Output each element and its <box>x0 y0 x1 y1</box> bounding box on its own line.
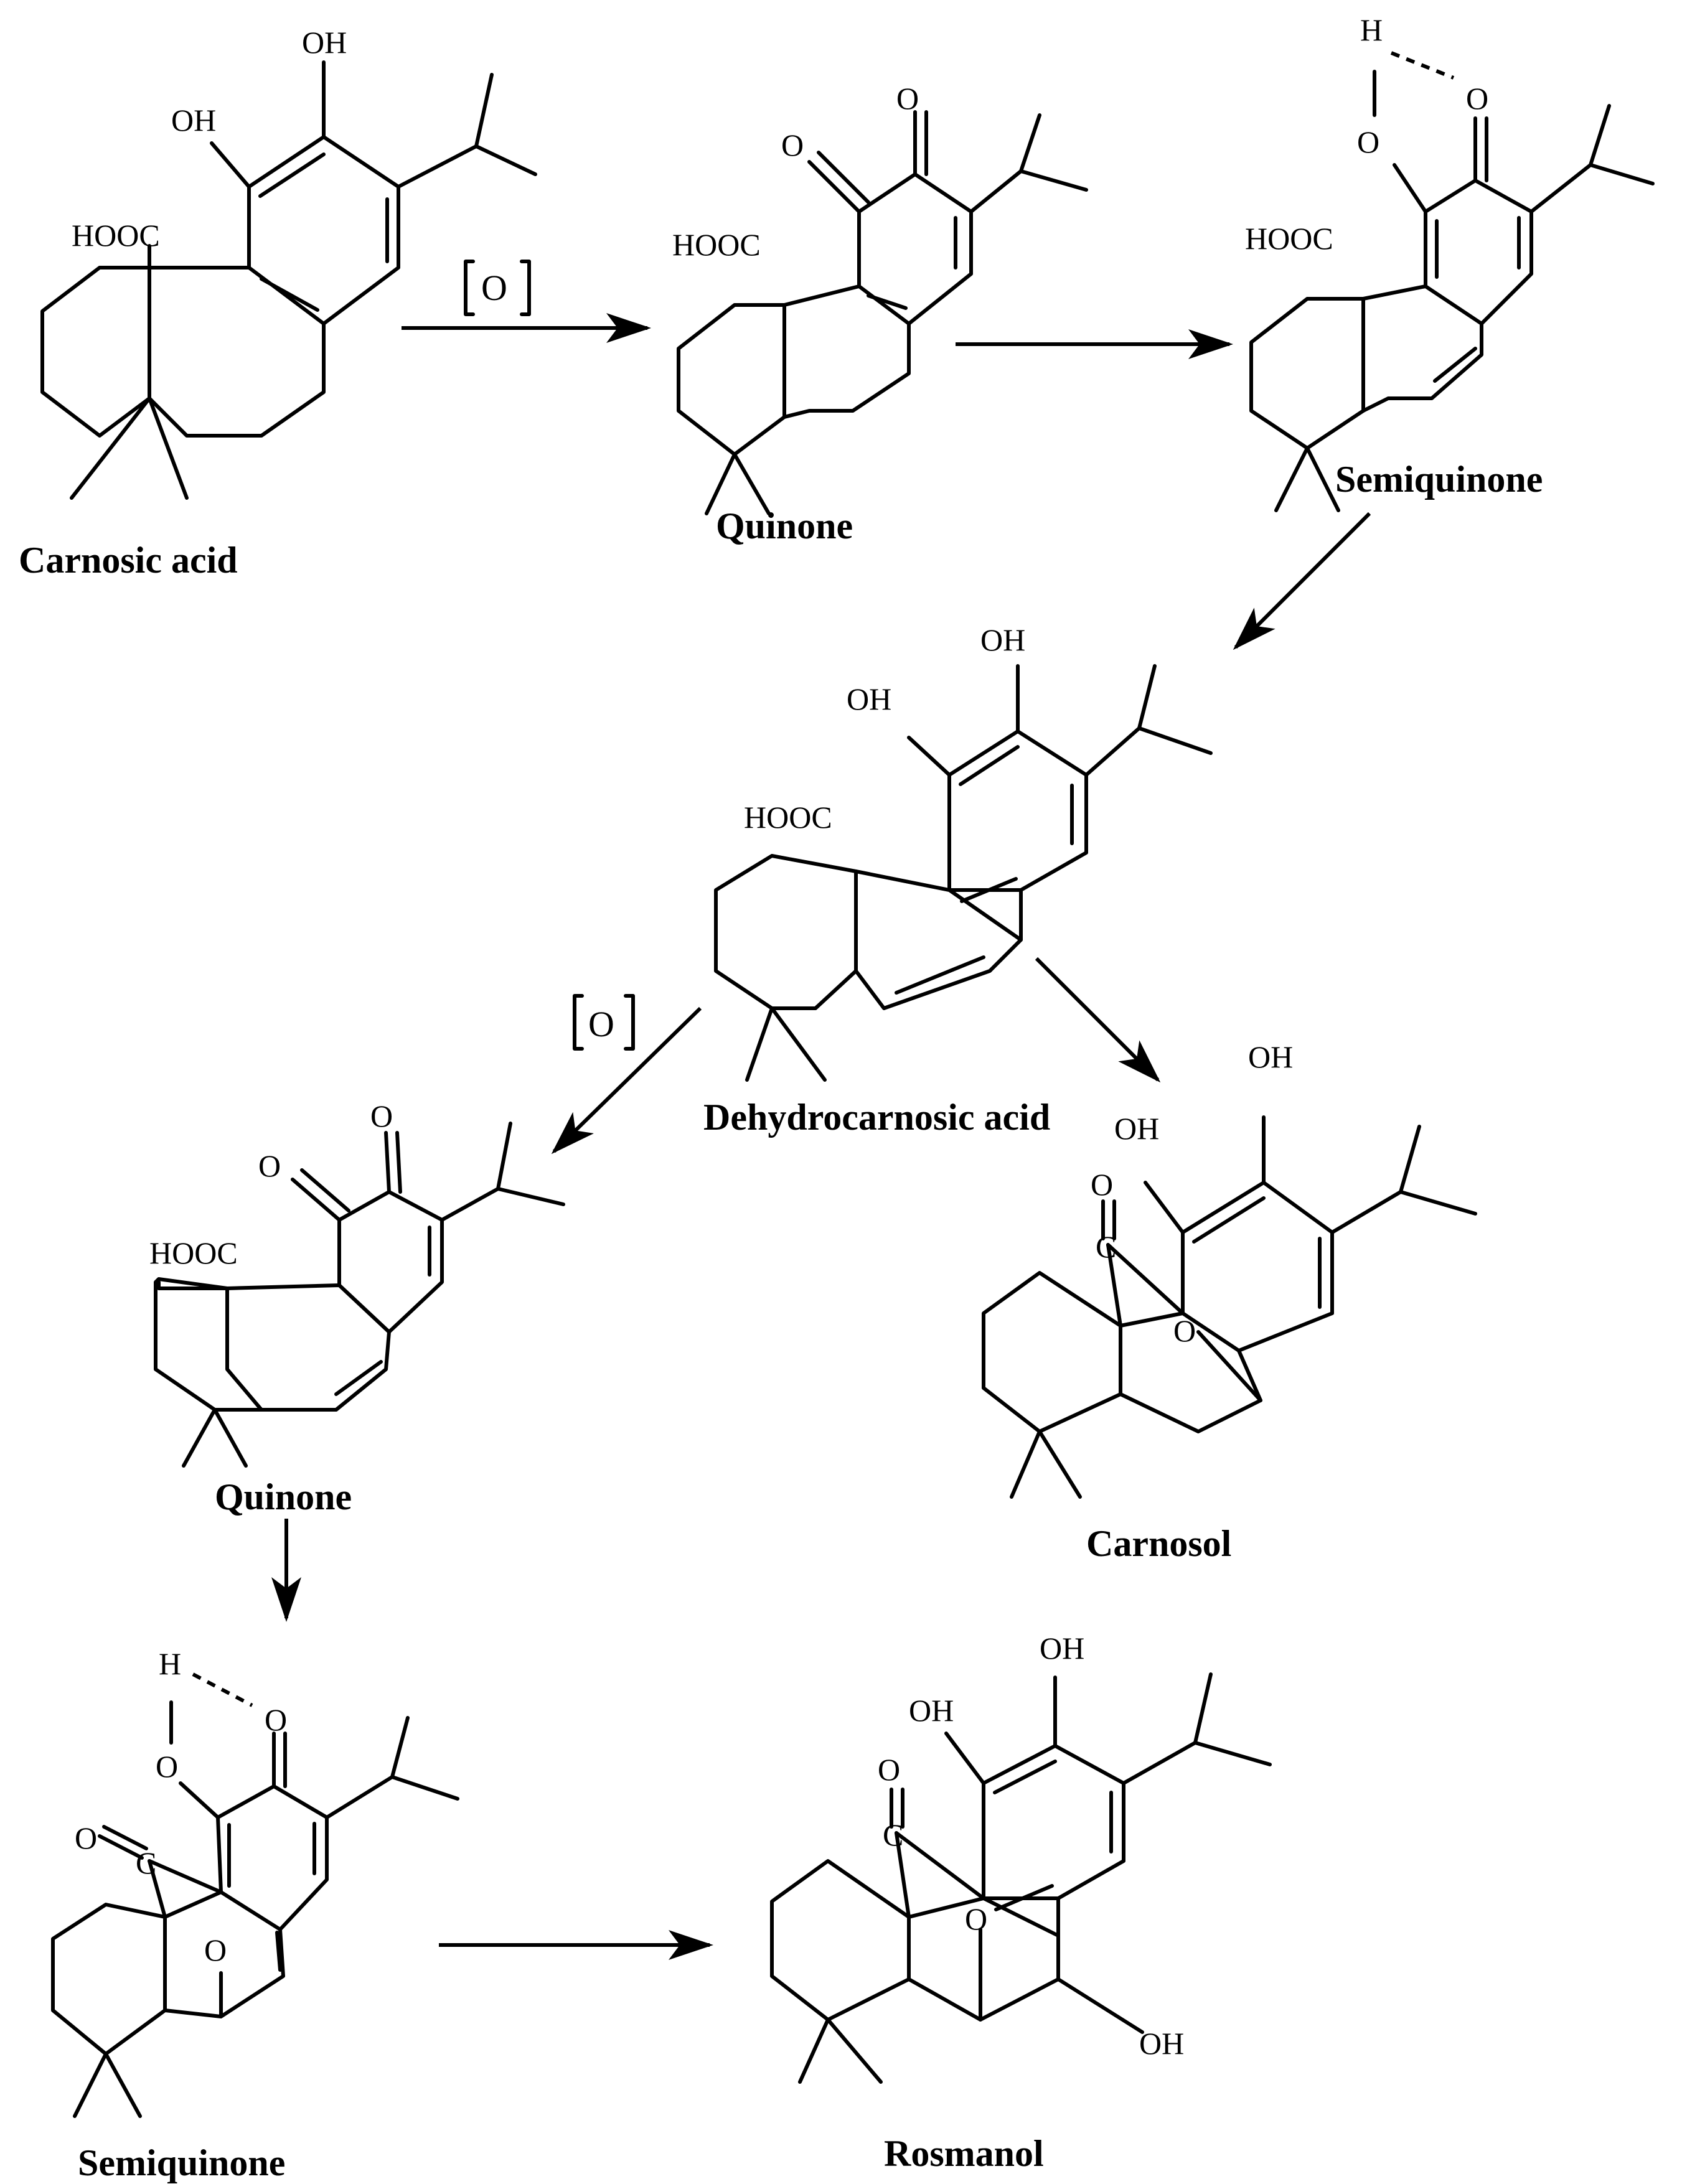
molecule-quinone-1: O O HOOC <box>672 81 1088 515</box>
label-h: H <box>159 1646 181 1681</box>
name-carnosol: Carnosol <box>1086 1523 1231 1564</box>
label-o: O <box>75 1821 97 1855</box>
molecule-carnosol: OH OH O C O <box>982 1039 1477 1499</box>
name-carnosic-acid: Carnosic acid <box>19 540 238 581</box>
label-o: O <box>265 1702 287 1737</box>
label-oh: OH <box>1139 2026 1184 2061</box>
name-quinone-1: Quinone <box>716 505 853 546</box>
label-oh: OH <box>171 103 216 138</box>
name-semiquinone-1: Semiquinone <box>1335 459 1543 500</box>
name-rosmanol: Rosmanol <box>884 2133 1044 2174</box>
label-hooc: HOOC <box>149 1235 238 1270</box>
oxidation-label: O <box>588 1004 614 1044</box>
molecule-carnosic-acid: OH OH HOOC <box>40 25 537 500</box>
label-oh: OH <box>980 622 1025 657</box>
label-c: C <box>883 1817 903 1852</box>
label-hooc: HOOC <box>744 800 832 835</box>
label-o: O <box>965 1901 987 1936</box>
molecule-semiquinone-1: H O O HOOC <box>1245 12 1655 512</box>
label-oh: OH <box>302 25 347 60</box>
name-quinone-2: Quinone <box>215 1476 352 1517</box>
label-oh: OH <box>909 1693 954 1728</box>
molecule-dehydrocarnosic-acid: OH OH HOOC <box>714 622 1213 1082</box>
label-o: O <box>896 81 919 116</box>
label-o: O <box>204 1933 227 1967</box>
label-hooc: HOOC <box>72 218 160 253</box>
label-oh: OH <box>1248 1039 1293 1074</box>
name-semiquinone-2: Semiquinone <box>78 2142 285 2183</box>
name-dehydrocarnosic-acid: Dehydrocarnosic acid <box>703 1097 1050 1138</box>
molecule-quinone-2: O O HOOC <box>149 1099 565 1468</box>
label-hooc: HOOC <box>1245 221 1333 256</box>
oxidation-bracket: O <box>573 994 635 1051</box>
label-c: C <box>1096 1229 1116 1264</box>
label-o: O <box>878 1752 900 1787</box>
label-o: O <box>781 128 804 162</box>
molecule-rosmanol: OH OH O C O OH <box>770 1631 1272 2084</box>
molecule-semiquinone-2: H O O O C O <box>51 1646 459 2118</box>
oxidation-label: O <box>481 268 507 308</box>
label-oh: OH <box>1114 1111 1159 1146</box>
label-o: O <box>370 1099 393 1133</box>
label-o: O <box>156 1749 178 1784</box>
label-o: O <box>258 1148 281 1183</box>
label-h: H <box>1360 12 1383 47</box>
label-o: O <box>1173 1313 1196 1348</box>
label-hooc: HOOC <box>672 227 761 262</box>
arrow-dehydrocarnosic-to-carnosol <box>1035 957 1161 1083</box>
label-o: O <box>1466 81 1488 116</box>
arrow-semiquinone-to-dehydrocarnosic <box>1233 512 1371 650</box>
arrow-dehydrocarnosic-to-quinone <box>551 1006 702 1155</box>
oxidation-bracket: O <box>464 260 531 316</box>
label-o: O <box>1091 1167 1113 1202</box>
label-c: C <box>136 1845 156 1880</box>
label-oh: OH <box>1040 1631 1084 1666</box>
label-o: O <box>1357 124 1379 159</box>
label-oh: OH <box>847 682 891 716</box>
